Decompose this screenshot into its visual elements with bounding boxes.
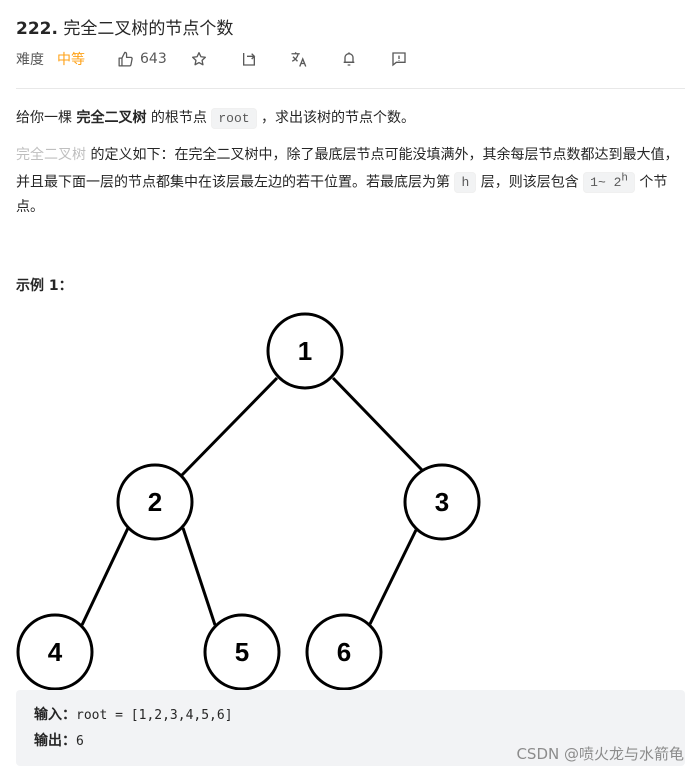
text: 的根节点 [146,110,212,126]
difficulty-badge: 中等 [57,52,85,68]
edge-1-2 [180,376,279,477]
problem-title: 222. 完全二叉树的节点个数 [16,14,233,39]
node-label: 1 [298,336,312,366]
inline-code-range: 1~ 2h [583,172,635,194]
node-circle [403,463,481,541]
header-divider [16,88,685,89]
text: 个节点。 [16,174,668,216]
tree-node-2: 2 [116,463,194,541]
node-circle [116,463,194,541]
favorite-button[interactable] [189,49,209,69]
share-icon [242,53,256,66]
tree-node-5: 5 [203,613,281,690]
translate-icon [291,52,307,67]
edge-2-4 [80,527,130,626]
problem-name: 完全二叉树的节点个数 [63,19,234,39]
output-value: 6 [76,734,84,749]
text: 的定义如下：在完全二叉树中，除了最底层节点可能没填满外，其余每层节点数都达到最大… [16,147,679,191]
node-label: 2 [148,487,162,517]
example-input: 输入：root = [1,2,3,4,5,6] [34,704,233,724]
text: ，求出该树的节点个数。 [256,110,416,126]
node-label: 4 [48,637,63,667]
description-paragraph-1: 给你一棵 完全二叉树 的根节点 root ，求出该树的节点个数。 [16,106,686,131]
share-button[interactable] [239,49,259,69]
tree-edges [80,376,424,626]
tree-nodes: 1 2 3 4 5 6 [16,312,481,690]
thumbs-up-icon [118,51,133,67]
feedback-button[interactable] [389,49,409,69]
text: 层，则该层包含 [476,174,584,191]
node-circle [305,613,383,690]
like-button[interactable]: 643 [117,51,167,68]
node-circle [203,613,281,690]
description-paragraph-2: 完全二叉树 的定义如下：在完全二叉树中，除了最底层节点可能没填满外，其余每层节点… [16,143,686,219]
node-label: 5 [235,637,249,667]
problem-description: 给你一棵 完全二叉树 的根节点 root ，求出该树的节点个数。 完全二叉树 的… [16,106,686,231]
like-count: 643 [140,51,167,67]
notification-button[interactable] [339,49,359,69]
tree-node-3: 3 [403,463,481,541]
bold-term: 完全二叉树 [76,110,147,126]
text: 给你一棵 [16,110,77,126]
binary-tree-diagram: 1 2 3 4 5 6 [16,312,481,690]
bell-icon [343,52,355,66]
example-output: 输出：6 [34,730,84,750]
example-io-block: 输入：root = [1,2,3,4,5,6] 输出：6 [16,690,685,766]
node-label: 6 [337,637,351,667]
node-circle [16,613,94,690]
range-exponent: h [621,173,628,185]
inline-code-root: root [211,108,257,129]
feedback-icon [392,52,406,67]
problem-number: 222. [16,19,58,39]
tree-node-4: 4 [16,613,94,690]
tree-node-1: 1 [266,312,344,390]
watermark: CSDN @喷火龙与水箭龟 [516,745,684,763]
input-label: 输入： [34,707,76,723]
definition-link[interactable]: 完全二叉树 [16,147,86,163]
translate-button[interactable] [289,49,309,69]
difficulty-label: 难度 [16,52,44,68]
inline-code-h: h [454,172,477,194]
example-title: 示例 1： [16,278,73,294]
tree-node-6: 6 [305,613,383,690]
edge-3-6 [368,529,418,625]
node-circle [266,312,344,390]
problem-meta-bar: 难度 中等 643 [16,48,439,70]
star-icon [191,52,206,66]
edge-1-3 [331,376,424,472]
node-label: 3 [435,487,449,517]
range-base: 1~ 2 [590,175,622,191]
edge-2-5 [181,527,217,626]
output-label: 输出： [34,733,76,749]
input-value: root = [1,2,3,4,5,6] [76,708,233,723]
